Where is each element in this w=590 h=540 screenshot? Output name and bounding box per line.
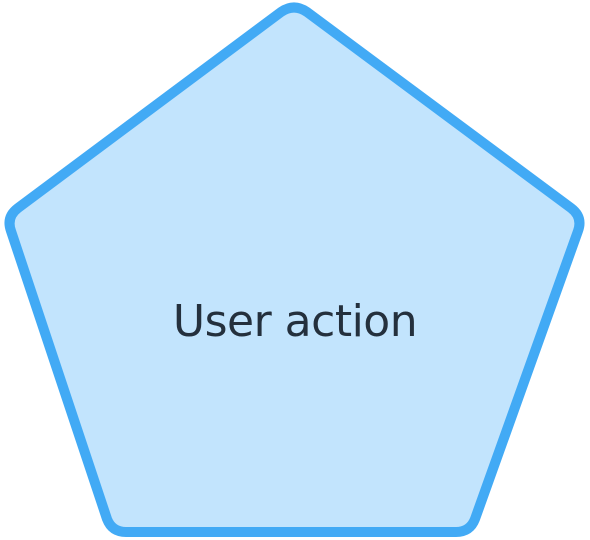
node-label: User action [172, 296, 418, 347]
pentagon-shape [4, 2, 585, 537]
